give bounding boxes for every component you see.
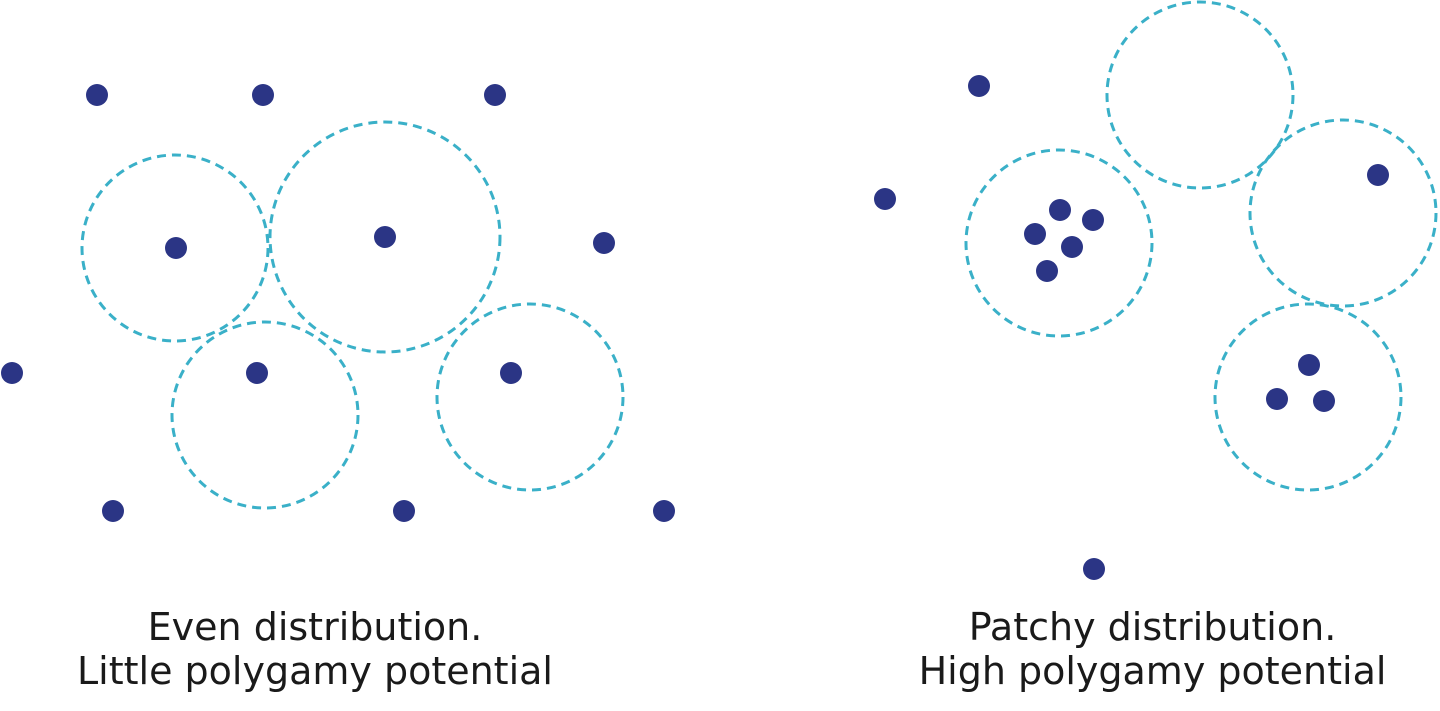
patchy-individual-dot <box>1298 354 1320 376</box>
even-caption-line2: Little polygamy potential <box>77 649 553 693</box>
patchy-territory-circle <box>1105 0 1295 190</box>
even-individual-dot <box>102 500 124 522</box>
patchy-individual-dot <box>1024 223 1046 245</box>
even-territory-circle <box>268 120 502 354</box>
patchy-individual-dot <box>1266 388 1288 410</box>
patchy-territory-circle <box>1248 118 1438 308</box>
even-individual-dot <box>653 500 675 522</box>
even-individual-dot <box>1 362 23 384</box>
even-territory-circle <box>80 153 270 343</box>
patchy-distribution-caption: Patchy distribution. High polygamy poten… <box>870 605 1435 693</box>
patchy-individual-dot <box>1313 390 1335 412</box>
patchy-individual-dot <box>1036 260 1058 282</box>
even-individual-dot <box>165 237 187 259</box>
even-individual-dot <box>393 500 415 522</box>
even-individual-dot <box>374 226 396 248</box>
patchy-territory-circle <box>964 148 1154 338</box>
even-individual-dot <box>484 84 506 106</box>
even-distribution-panel <box>1 84 675 522</box>
patchy-distribution-panel <box>874 0 1438 580</box>
even-individual-dot <box>500 362 522 384</box>
patchy-individual-dot <box>1061 236 1083 258</box>
even-individual-dot <box>252 84 274 106</box>
patchy-individual-dot <box>1082 209 1104 231</box>
patchy-individual-dot <box>1083 558 1105 580</box>
patchy-individual-dot <box>1049 199 1071 221</box>
even-territory-circle <box>435 302 625 492</box>
patchy-territory-circle <box>1213 302 1403 492</box>
even-distribution-caption: Even distribution. Little polygamy poten… <box>20 605 610 693</box>
patchy-caption-line2: High polygamy potential <box>918 649 1387 693</box>
patchy-individual-dot <box>968 75 990 97</box>
patchy-individual-dot <box>1367 164 1389 186</box>
even-territory-circle <box>170 320 360 510</box>
patchy-caption-line1: Patchy distribution. <box>968 605 1337 649</box>
even-individual-dot <box>593 232 615 254</box>
patchy-individual-dot <box>874 188 896 210</box>
even-caption-line1: Even distribution. <box>147 605 483 649</box>
even-individual-dot <box>86 84 108 106</box>
even-individual-dot <box>246 362 268 384</box>
